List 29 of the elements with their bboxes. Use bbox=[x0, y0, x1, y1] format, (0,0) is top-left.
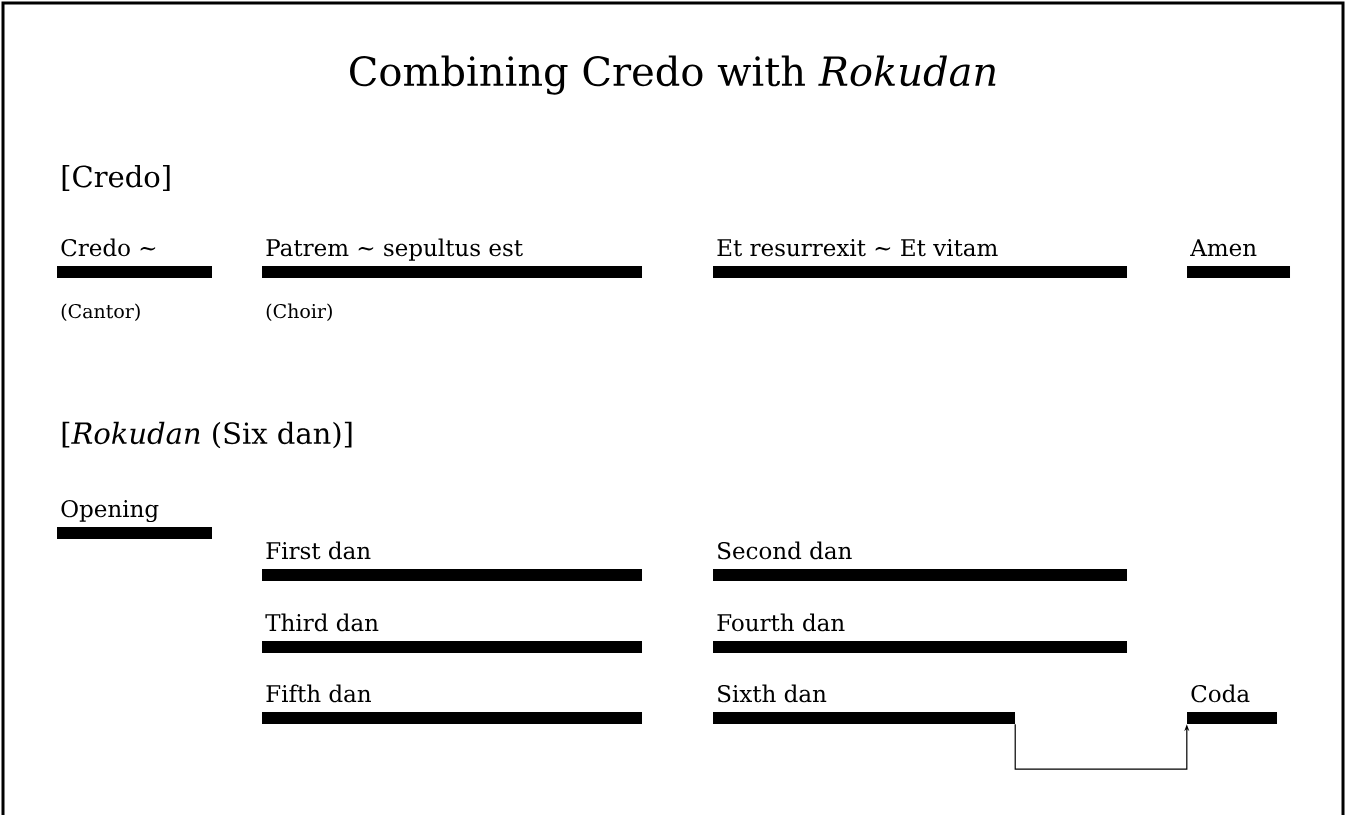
labeled-bar: Patrem ∼ sepultus est bbox=[262, 238, 642, 278]
labeled-bar: Amen bbox=[1187, 239, 1290, 278]
node-label: Credo ∼ bbox=[61, 238, 156, 257]
node-label: Coda bbox=[1191, 684, 1250, 703]
section-heading: [Credo] bbox=[62, 165, 170, 191]
labeled-bar: Fifth dan bbox=[262, 684, 642, 724]
labeled-bar: Opening bbox=[57, 499, 212, 539]
node-label: Third dan bbox=[265, 613, 379, 632]
node-label: Amen bbox=[1190, 239, 1257, 257]
performer-note: (Choir) bbox=[266, 303, 332, 321]
labeled-bar: Sixth dan bbox=[713, 684, 1015, 724]
labeled-bar: Coda bbox=[1187, 684, 1277, 724]
labeled-bar: First dan bbox=[262, 541, 642, 581]
node-label: Second dan bbox=[718, 541, 852, 560]
labeled-bar: Fourth dan bbox=[713, 613, 1127, 653]
node-label: Patrem ∼ sepultus est bbox=[266, 238, 523, 261]
node-label: Fourth dan bbox=[717, 613, 845, 632]
labeled-bar: Et resurrexit ∼ Et vitam bbox=[713, 239, 1127, 278]
node-label: Opening bbox=[61, 499, 159, 523]
section-heading: [Rokudan (Six dan)] bbox=[62, 421, 352, 449]
title: Combining Credo with Rokudan bbox=[350, 55, 996, 95]
node-label: First dan bbox=[266, 541, 371, 560]
labeled-bar: Third dan bbox=[262, 613, 642, 653]
node-label: Sixth dan bbox=[718, 684, 827, 703]
node-label: Fifth dan bbox=[266, 684, 371, 703]
performer-note: (Cantor) bbox=[61, 303, 140, 321]
labeled-bar: Credo ∼ bbox=[57, 238, 212, 278]
node-label: Et resurrexit ∼ Et vitam bbox=[717, 239, 998, 257]
labeled-bar: Second dan bbox=[713, 541, 1127, 581]
